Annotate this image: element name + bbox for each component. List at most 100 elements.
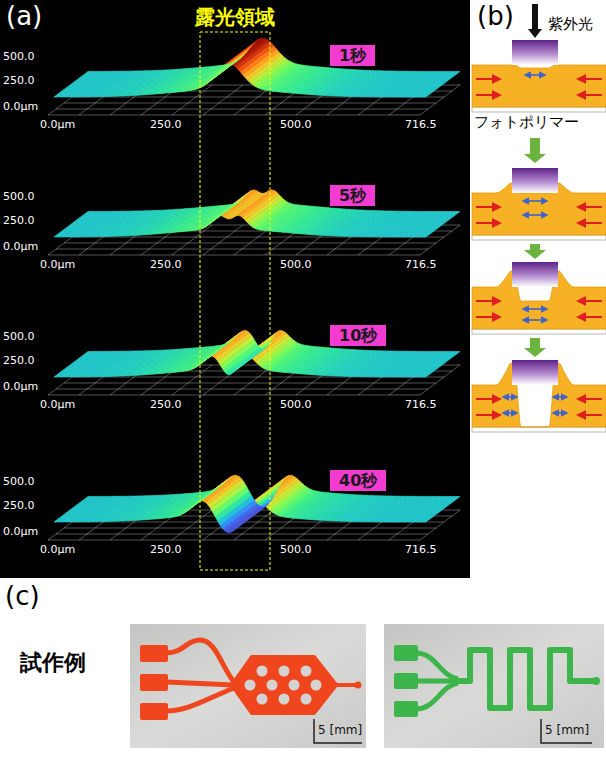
channel	[166, 682, 234, 685]
substrate	[472, 329, 606, 334]
axis-tick: 500.0	[280, 399, 312, 412]
photomask	[512, 262, 558, 287]
light-label: 紫外光	[548, 16, 593, 33]
axis-tick: 250.0	[3, 500, 35, 513]
pillars	[245, 666, 322, 705]
flow-arrow	[476, 78, 500, 80]
red-channel	[140, 640, 362, 720]
shrink-arrow	[503, 396, 517, 398]
axis-tick: 250.0	[3, 355, 35, 368]
badge-text: 5秒	[339, 186, 366, 205]
inlet-pad	[394, 645, 418, 661]
surface-strip	[54, 211, 90, 237]
shrink-arrow	[523, 308, 547, 310]
surface-plot	[48, 190, 460, 255]
flow-arrow	[578, 206, 602, 208]
scale-label: 5 [mm]	[318, 724, 362, 738]
section-label: 試作例	[20, 650, 86, 675]
channel	[416, 653, 458, 679]
panel-letter: (a)	[6, 2, 42, 32]
surface-strip	[203, 475, 239, 502]
panel-letter: (c)	[5, 582, 40, 612]
flow-arrow	[578, 94, 602, 96]
floor-grid	[56, 534, 428, 535]
flow-arrow	[578, 316, 602, 318]
flow-arrow	[476, 414, 500, 416]
uv-arrow	[528, 4, 542, 38]
inlet-pad	[140, 674, 168, 691]
floor-grid	[56, 249, 428, 250]
channel	[166, 688, 234, 711]
axis-tick: 500.0	[3, 51, 35, 64]
floor-grid	[48, 115, 420, 116]
flow-arrow	[578, 414, 602, 416]
flow-arrow	[578, 300, 602, 302]
flow-arrow	[476, 94, 500, 96]
outlet	[592, 677, 600, 685]
substrate	[472, 427, 606, 432]
shrink-arrow	[553, 412, 567, 414]
axis-tick: 716.5	[405, 544, 437, 557]
axis-tick: 250.0	[150, 119, 182, 132]
axis-tick: 500.0	[3, 191, 35, 204]
axis-tick: 0.0μm	[40, 259, 75, 272]
badge-text: 1秒	[339, 46, 366, 65]
surface-strip	[213, 331, 249, 358]
flow-arrow	[476, 206, 500, 208]
outlet	[355, 682, 362, 689]
inlet-pad	[140, 703, 168, 720]
surface-strip	[54, 71, 90, 97]
axis-tick: 500.0	[280, 119, 312, 132]
photomask	[512, 360, 558, 385]
flow-arrow	[476, 300, 500, 302]
floor-grid	[48, 255, 420, 256]
axis-tick: 0.0μm	[40, 544, 75, 557]
surface-plot	[48, 38, 460, 115]
channel	[336, 683, 356, 687]
axis-tick: 0.0μm	[40, 119, 75, 132]
axis-tick: 500.0	[280, 259, 312, 272]
floor-grid	[64, 243, 436, 244]
substrate	[472, 107, 606, 112]
axis-tick: 500.0	[280, 544, 312, 557]
axis-tick: 716.5	[405, 119, 437, 132]
inlet-pad	[394, 701, 418, 717]
panel-letter: (b)	[477, 2, 514, 32]
floor-grid	[64, 103, 436, 104]
process-stage	[472, 40, 606, 112]
axis-tick: 0.0μm	[3, 241, 38, 254]
surface-strip	[54, 351, 90, 377]
surface-plots	[48, 38, 460, 540]
surface-strip	[220, 190, 256, 216]
channel	[166, 640, 234, 682]
surface-strip	[54, 496, 90, 522]
flow-arrow	[476, 316, 500, 318]
step-arrow	[524, 338, 546, 357]
material-label: フォトポリマー	[474, 114, 579, 131]
channel	[416, 683, 458, 709]
scale-label: 5 [mm]	[545, 724, 589, 738]
scale-bar	[314, 719, 362, 743]
floor-grid	[64, 383, 436, 384]
flow-arrow	[578, 222, 602, 224]
axis-tick: 716.5	[405, 259, 437, 272]
photomask	[512, 168, 558, 193]
prototype-photo	[384, 624, 604, 748]
floor-grid	[48, 395, 420, 396]
floor-grid	[56, 389, 428, 390]
floor-grid	[203, 85, 243, 115]
floor-grid	[56, 109, 428, 110]
panel-background	[0, 0, 470, 578]
shrink-arrow	[523, 200, 547, 202]
inlet-pad	[140, 645, 168, 662]
shrink-arrow	[523, 319, 547, 321]
surface-strip	[223, 191, 259, 218]
process-stage	[472, 168, 606, 240]
process-stage	[472, 360, 606, 432]
process-schematic	[472, 4, 606, 432]
substrate	[472, 235, 606, 240]
photomask	[512, 40, 558, 65]
surface-plot	[48, 330, 460, 395]
shrink-arrow	[553, 396, 567, 398]
